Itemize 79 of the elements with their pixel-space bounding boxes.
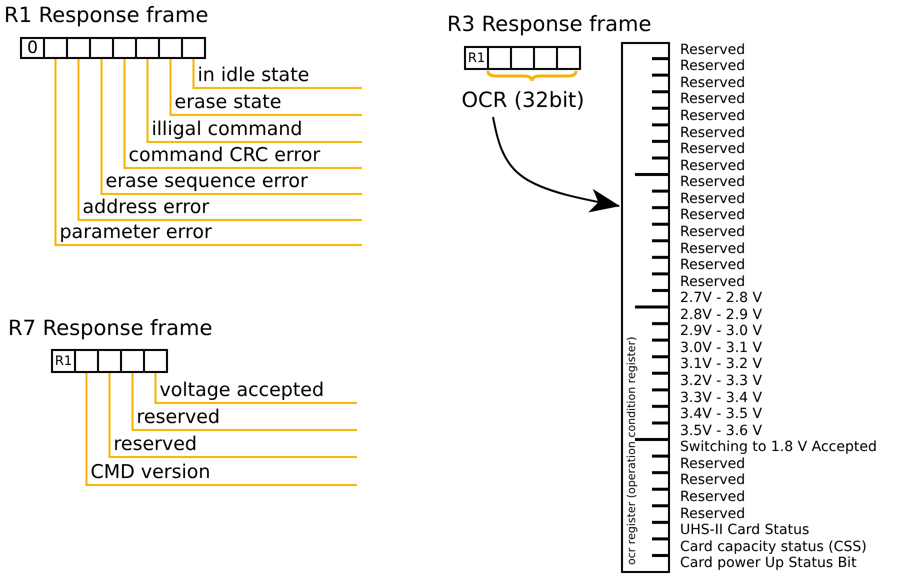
bit-cell [120, 349, 145, 373]
bit-label: Reserved [680, 91, 746, 108]
arrow [492, 116, 620, 212]
bit-label: Card capacity status (CSS) [680, 538, 867, 556]
field-label: address error [78, 196, 210, 220]
bit-label: UHS-II Card Status [680, 522, 810, 540]
leader-line [54, 59, 363, 246]
bit-label: 3.0V - 3.1 V [680, 340, 762, 357]
bit-label: Reserved [680, 506, 746, 523]
bit-label: Reserved [680, 42, 746, 59]
bit-cell [74, 349, 99, 373]
register-label: ocr register (operation condition register) [625, 336, 638, 565]
bit-label: Reserved [680, 472, 746, 490]
bit-cell [158, 37, 183, 59]
frame-title: R1 Response frame [4, 2, 208, 28]
bit-cell [510, 46, 535, 70]
bit-label: Reserved [680, 456, 746, 473]
bit-cell [97, 349, 122, 373]
bit-label: 3.1V - 3.2 V [680, 356, 762, 374]
bit-label: Reserved [680, 274, 746, 291]
field-label: illigal command [148, 118, 302, 142]
bit-cell: R1 [51, 349, 76, 373]
leader-line [132, 373, 358, 431]
bit-cell [533, 46, 558, 70]
bit-label: 3.5V - 3.6 V [680, 422, 762, 440]
bit-cell: R1 [464, 46, 489, 70]
bit-cell [181, 37, 206, 59]
bit-cell [556, 46, 581, 70]
leader-line [108, 373, 358, 458]
leader-line [146, 59, 363, 143]
bit-cell [66, 37, 91, 59]
bit-cell [143, 349, 168, 373]
bit-cell [43, 37, 68, 59]
field-label: reserved [132, 406, 220, 430]
bit-cell [135, 37, 160, 59]
bit-cell [89, 37, 114, 59]
bit-label: 3.2V - 3.3 V [680, 373, 762, 390]
bit-label: Reserved [680, 190, 746, 208]
bit-label: Reserved [680, 257, 746, 274]
bit-label: 2.9V - 3.0 V [680, 323, 762, 340]
leader-line [78, 59, 363, 221]
bit-label: Reserved [680, 158, 746, 175]
leader-line [154, 373, 358, 404]
leader-line [86, 373, 358, 486]
bit-label: Reserved [680, 174, 746, 192]
field-label: voltage accepted [156, 379, 324, 403]
bit-label: 2.8V - 2.9 V [680, 306, 762, 324]
bit-label: Reserved [680, 240, 746, 258]
field-label: erase state [170, 91, 282, 115]
leader-line [170, 59, 363, 116]
bit-label: Reserved [680, 108, 746, 126]
field-label: in idle state [194, 64, 310, 88]
field-label: reserved [110, 433, 197, 457]
leader-line [192, 59, 363, 89]
bit-label: 2.7V - 2.8 V [680, 290, 762, 308]
field-label: parameter error [56, 221, 212, 245]
bit-label: Reserved [680, 74, 746, 92]
bit-label: Reserved [680, 124, 746, 142]
bit-label: Reserved [680, 488, 746, 506]
bit-label: 3.3V - 3.4 V [680, 390, 762, 407]
frame-title: R3 Response frame [447, 11, 652, 37]
bit-label: Reserved [680, 224, 746, 241]
bit-label: Reserved [680, 58, 746, 76]
bit-cell [487, 46, 512, 70]
bit-cell: 0 [20, 37, 45, 59]
bit-cell [112, 37, 137, 59]
field-label: CMD version [86, 461, 210, 485]
bit-label: Card power Up Status Bit [680, 555, 857, 572]
register-box [621, 42, 670, 573]
field-label: erase sequence error [102, 170, 308, 194]
ocr-label: OCR (32bit) [452, 86, 594, 114]
field-label: command CRC error [124, 144, 320, 168]
bit-label: Reserved [680, 207, 746, 224]
leader-line [100, 59, 363, 195]
leader-line [124, 59, 363, 169]
bit-label: 3.4V - 3.5 V [680, 406, 762, 424]
bit-label: Switching to 1.8 V Accepted [680, 439, 877, 456]
frame-title: R7 Response frame [8, 315, 212, 341]
bit-label: Reserved [680, 141, 746, 158]
